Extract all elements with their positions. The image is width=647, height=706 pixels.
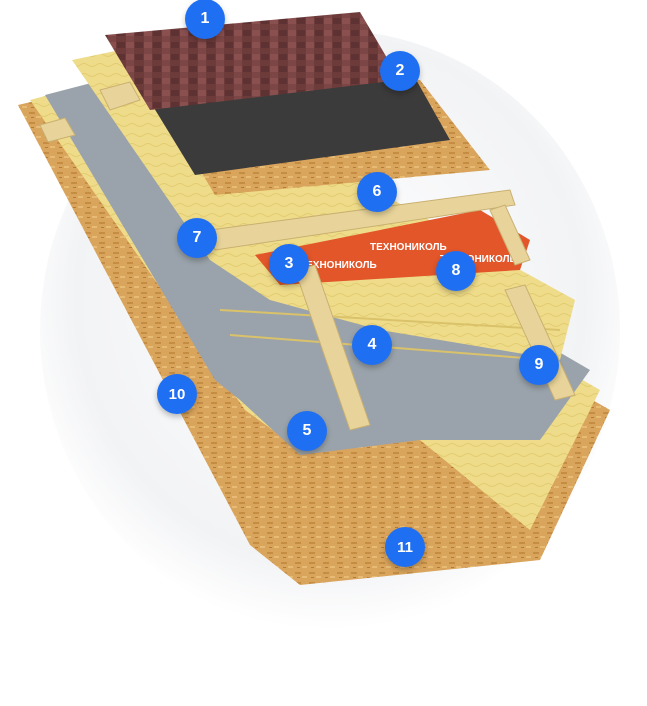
- layer-marker-10[interactable]: 10: [157, 374, 197, 414]
- layer-marker-4[interactable]: 4: [352, 325, 392, 365]
- wooden-battens: [39, 81, 576, 431]
- layer-number-3: 3: [284, 255, 294, 272]
- layer-number-9: 9: [534, 356, 544, 373]
- layer-marker-7[interactable]: 7: [177, 218, 217, 258]
- layer-number-7: 7: [192, 229, 202, 246]
- layer-number-4: 4: [367, 336, 377, 353]
- layer-marker-5[interactable]: 5: [287, 411, 327, 451]
- layer-number-1: 1: [200, 10, 210, 27]
- shingle-roof-layer: [105, 12, 400, 110]
- layer-number-8: 8: [451, 262, 461, 279]
- layer-number-5: 5: [302, 422, 312, 439]
- layer-marker-2[interactable]: 2: [380, 51, 420, 91]
- layer-marker-6[interactable]: 6: [357, 172, 397, 212]
- layer-number-2: 2: [395, 62, 405, 79]
- layer-number-10: 10: [168, 385, 186, 403]
- layer-marker-8[interactable]: 8: [436, 251, 476, 291]
- layer-marker-3[interactable]: 3: [269, 244, 309, 284]
- layer-marker-11[interactable]: 11: [385, 527, 425, 567]
- layer-marker-9[interactable]: 9: [519, 345, 559, 385]
- membrane-brand-label-1: ТЕХНОНИКОЛЬ: [300, 260, 377, 271]
- layer-number-6: 6: [372, 183, 382, 200]
- layer-marker-1[interactable]: 1: [185, 0, 225, 39]
- membrane-brand-label-3: ТЕХНОНИКОЛЬ: [440, 254, 517, 265]
- layer-number-11: 11: [397, 538, 413, 556]
- membrane-brand-label-2: ТЕХНОНИКОЛЬ: [370, 242, 447, 253]
